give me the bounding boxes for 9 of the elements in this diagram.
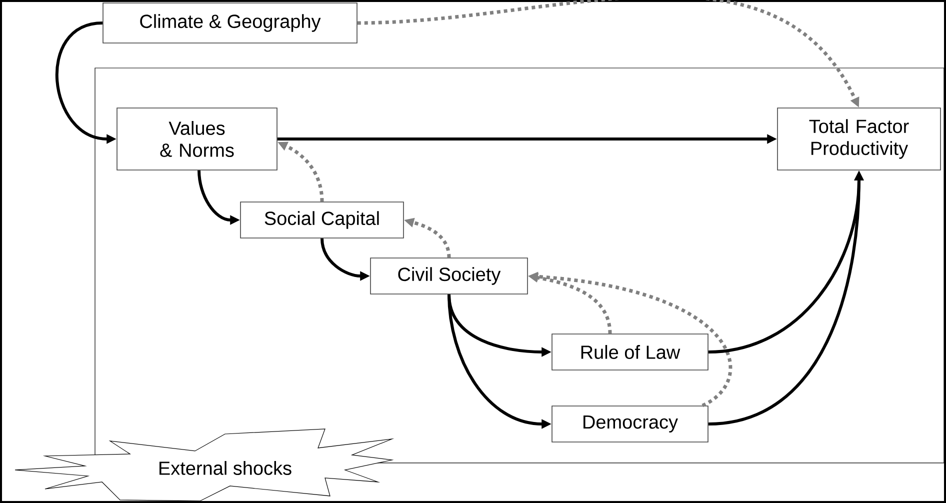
- box: Climate & Geography: [102, 2, 358, 44]
- box: Rule of Law: [552, 334, 708, 370]
- node-label: External shocks: [160, 461, 292, 475]
- box: Civil Society: [370, 258, 528, 294]
- box: Democracy: [552, 406, 708, 442]
- starburst: External shocks: [14, 428, 394, 502]
- box: Total Factor Productivity: [777, 108, 941, 170]
- box: Values & Norms: [116, 108, 278, 170]
- box: Social Capital: [240, 202, 404, 238]
